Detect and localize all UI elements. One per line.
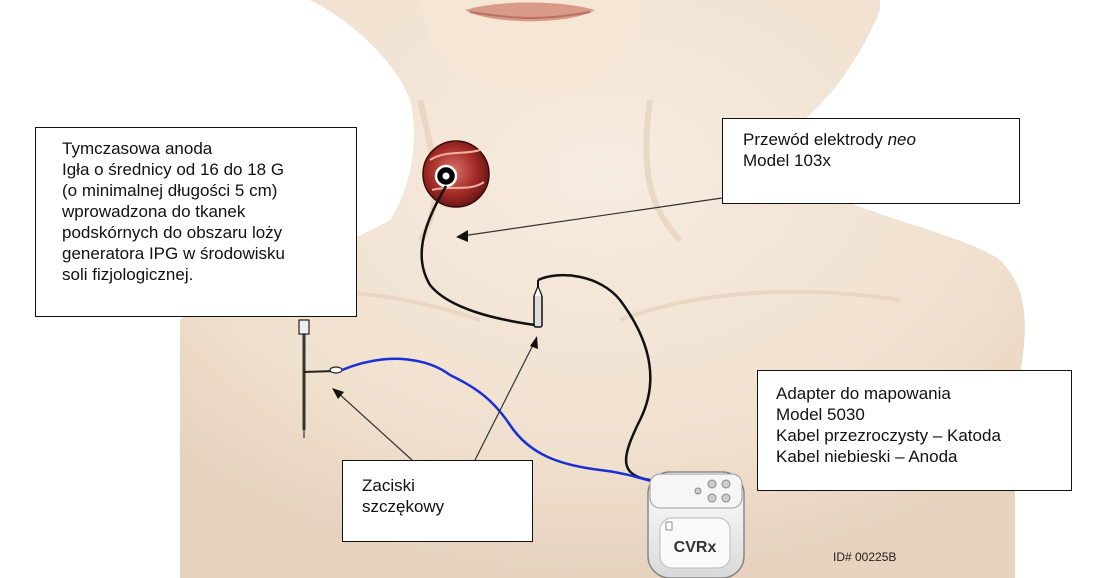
lead-callout-title: Przewód elektrody neo [743, 129, 1011, 150]
carotid-inset [423, 141, 489, 207]
adapter-callout: Adapter do mapowania Model 5030 Kabel pr… [757, 370, 1072, 491]
anode-callout-line: (o minimalnej długości 5 cm) [62, 180, 348, 201]
ipg-device: CVRx [648, 472, 744, 578]
anode-callout: Tymczasowa anoda Igła o średnicy od 16 d… [35, 127, 357, 317]
adapter-callout-line: Kabel przezroczysty – Katoda [776, 425, 1063, 446]
anode-callout-line: podskórnych do obszaru loży [62, 222, 348, 243]
document-id-label: ID# 00225B [833, 550, 896, 564]
anode-callout-line: soli fizjologicznej. [62, 264, 348, 285]
anode-callout-line: wprowadzona do tkanek [62, 201, 348, 222]
adapter-callout-line: Model 5030 [776, 404, 1063, 425]
clamp-callout-line: szczękowy [362, 496, 524, 517]
lead-callout: Przewód elektrody neo Model 103x [722, 118, 1020, 204]
clamp-callout-line: Zaciski [362, 475, 524, 496]
lead-callout-model: Model 103x [743, 150, 1011, 171]
clamp-callout: Zaciski szczękowy [342, 460, 533, 542]
adapter-callout-line: Kabel niebieski – Anoda [776, 446, 1063, 467]
lead-callout-neo: neo [888, 130, 916, 149]
anode-callout-line: Igła o średnicy od 16 do 18 G [62, 159, 348, 180]
lead-callout-prefix: Przewód elektrody [743, 130, 888, 149]
anode-callout-line: Tymczasowa anoda [62, 138, 348, 159]
anode-callout-line: generatora IPG w środowisku [62, 243, 348, 264]
adapter-callout-line: Adapter do mapowania [776, 383, 1063, 404]
device-brand-logo: CVRx [674, 539, 717, 556]
